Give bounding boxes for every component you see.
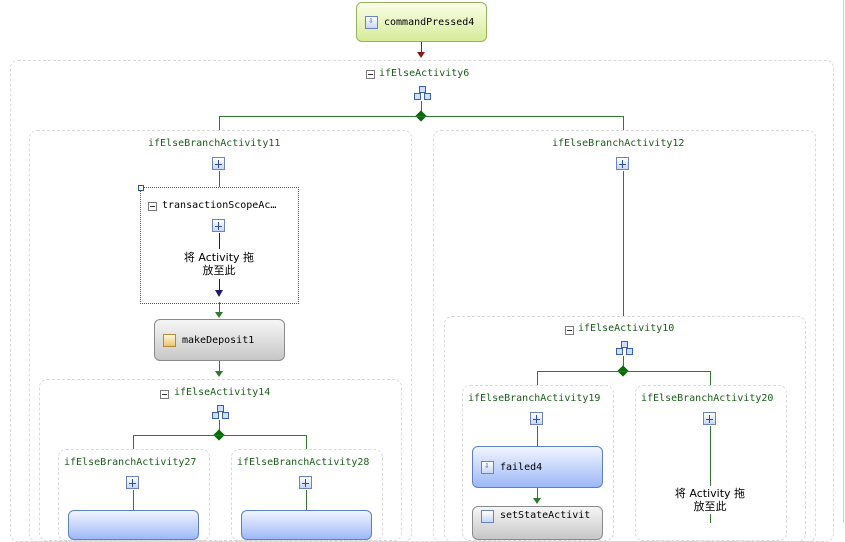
connector-arrow <box>215 371 223 377</box>
failed-activity[interactable]: failed4 <box>472 446 603 488</box>
connector-line <box>133 490 134 510</box>
set-state-label: setStateActivit <box>500 510 591 521</box>
connector-arrow <box>215 312 223 318</box>
selection-handle[interactable] <box>138 185 144 191</box>
connector-line <box>421 101 422 113</box>
sequence-icon <box>212 157 225 170</box>
connector-line <box>623 356 624 368</box>
if-else-icon <box>414 86 431 100</box>
sequence-icon <box>299 476 312 489</box>
if-else-icon <box>212 405 229 419</box>
connector-line <box>219 116 220 130</box>
canvas-right-border <box>843 0 844 523</box>
drop-hint-text: 将 Activity 拖放至此 <box>674 487 746 513</box>
branch-20-title: ifElseBranchActivity20 <box>641 393 774 404</box>
drop-hint-text: 将 Activity 拖放至此 <box>183 251 255 277</box>
if-else-14-title: ifElseActivity14 <box>174 387 271 398</box>
connector-line <box>623 171 624 316</box>
connector-line <box>219 302 220 314</box>
command-pressed-activity[interactable]: commandPressed4 <box>356 2 487 42</box>
connector-line <box>710 426 711 486</box>
collapse-icon[interactable] <box>148 202 157 211</box>
failed-label: failed4 <box>500 461 543 473</box>
event-driven-icon <box>365 15 378 29</box>
code-icon <box>163 333 176 347</box>
connector-line <box>306 490 307 510</box>
branch-12-title: ifElseBranchActivity12 <box>552 138 685 149</box>
collapse-icon[interactable] <box>366 70 375 79</box>
sequence-icon <box>212 219 225 232</box>
collapse-icon[interactable] <box>565 326 574 335</box>
connector-line <box>306 435 307 449</box>
branch-bar <box>537 371 710 372</box>
branch-27-title: ifElseBranchActivity27 <box>64 457 197 468</box>
connector-line <box>710 371 711 385</box>
connector-line <box>537 371 538 385</box>
sequence-icon <box>530 412 543 425</box>
branch-19-title: ifElseBranchActivity19 <box>468 393 601 404</box>
branch-11-title: ifElseBranchActivity11 <box>148 138 281 149</box>
branch-28-activity[interactable] <box>241 510 372 540</box>
connector-line <box>133 435 134 449</box>
command-pressed-label: commandPressed4 <box>384 16 475 28</box>
connector-line <box>421 42 422 54</box>
collapse-icon[interactable] <box>160 390 169 399</box>
if-else-branch-20[interactable] <box>635 385 787 541</box>
event-driven-icon <box>481 460 494 474</box>
set-state-activity[interactable]: setStateActivit <box>472 506 603 540</box>
connector-line <box>219 279 220 291</box>
connector-arrow <box>533 498 541 504</box>
connector-line <box>219 171 220 187</box>
connector-line <box>219 361 220 373</box>
connector-line <box>219 420 220 432</box>
sequence-icon <box>703 412 716 425</box>
make-deposit-activity[interactable]: makeDeposit1 <box>154 319 285 361</box>
branch-bar <box>133 435 306 436</box>
sequence-icon <box>126 476 139 489</box>
sequence-icon <box>616 157 629 170</box>
set-state-icon <box>481 510 494 523</box>
transaction-scope-title: transactionScopeAc… <box>162 200 277 211</box>
branch-28-title: ifElseBranchActivity28 <box>237 457 370 468</box>
connector-line <box>537 426 538 446</box>
branch-27-activity[interactable] <box>68 510 199 540</box>
make-deposit-label: makeDeposit1 <box>182 334 255 346</box>
if-else-10-title: ifElseActivity10 <box>578 323 675 334</box>
connector-line <box>623 116 624 130</box>
connector-arrow <box>215 290 223 297</box>
branch-bar <box>219 116 623 117</box>
connector-arrow <box>417 52 425 58</box>
if-else-icon <box>616 341 633 355</box>
connector-line <box>537 488 538 500</box>
connector-line <box>219 233 220 249</box>
connector-line <box>710 514 711 523</box>
if-else-6-title: ifElseActivity6 <box>379 68 470 79</box>
